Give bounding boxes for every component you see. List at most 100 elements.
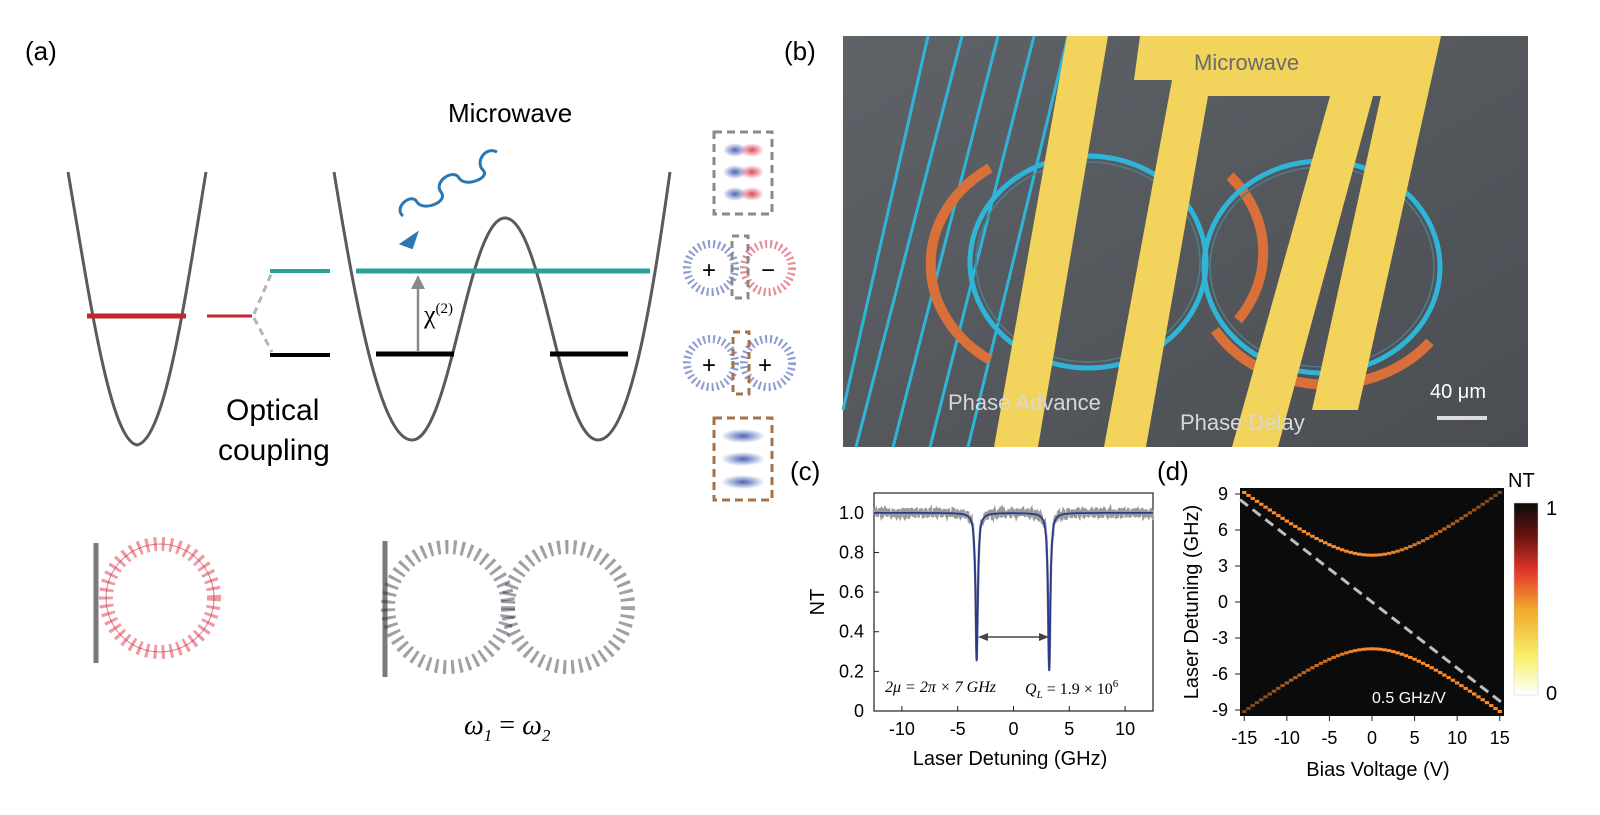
chart-d-lower-branch-cell	[1331, 655, 1336, 659]
chart-d-upper-branch-cell	[1348, 550, 1353, 554]
chart-d-upper-branch-cell	[1378, 553, 1383, 557]
chart-d-upper-branch-cell	[1459, 516, 1464, 520]
chart-d-upper-branch-cell	[1446, 524, 1451, 528]
chart-c-ylabel: NT	[807, 589, 829, 616]
microwave-wave-icon	[398, 149, 498, 218]
chart-d-upper-branch-cell	[1280, 516, 1285, 520]
chart-d-marks	[1239, 490, 1505, 714]
chart-d-ytick-label: -3	[1212, 628, 1228, 648]
chart-d-lower-branch-cell	[1489, 704, 1494, 708]
chart-d-upper-branch-cell	[1484, 499, 1490, 503]
chart-d-lower-branch-cell	[1267, 692, 1273, 696]
chart-d-upper-branch-cell	[1395, 549, 1400, 553]
chart-d-upper-branch-cell	[1382, 552, 1387, 556]
chart-c-ytick-label: 0.4	[839, 622, 864, 642]
chart-d-lower-branch-cell	[1497, 710, 1502, 714]
chart-d-ytick-label: 3	[1218, 556, 1228, 576]
chart-d-upper-branch-cell	[1442, 527, 1447, 531]
chart-d-ytick-label: -6	[1212, 664, 1228, 684]
chart-c-measured-trace	[872, 503, 1155, 671]
chart-d-upper-branch-cell	[1391, 550, 1396, 554]
chart-d-upper-branch-cell	[1476, 505, 1481, 509]
chart-d-lower-branch-cell	[1450, 678, 1456, 682]
chart-c-arrowhead-right	[1039, 633, 1049, 641]
antisym-sign-plus: +	[702, 257, 716, 284]
chart-d-upper-branch-cell	[1331, 545, 1336, 549]
chart-d-upper-branch-cell	[1267, 508, 1273, 512]
mode-pictogram-antisymmetric-rings: + −	[683, 234, 796, 300]
microwave-label: Microwave	[448, 98, 572, 128]
chart-d-upper-branch-cell	[1344, 549, 1349, 553]
chart-d-upper-branch-cell	[1369, 553, 1375, 557]
sym-sign-plus-left: +	[702, 352, 716, 379]
chart-d-upper-branch-cell	[1263, 505, 1268, 509]
antisym-sign-minus: −	[761, 257, 775, 284]
chart-d-xtick-label: 0	[1367, 728, 1377, 748]
chart-d-lower-branch-cell	[1437, 671, 1443, 675]
chart-d-upper-branch-cell	[1399, 548, 1405, 552]
chart-d-upper-branch-cell	[1276, 514, 1281, 518]
chart-d-lower-branch-cell	[1259, 698, 1264, 702]
chart-d-upper-branch-cell	[1297, 527, 1302, 531]
chart-d-lower-branch-cell	[1395, 651, 1400, 655]
chart-c-ytick-label: 0	[854, 701, 864, 721]
chart-d-lower-branch-cell	[1246, 707, 1251, 711]
chart-d-upper-branch-cell	[1412, 543, 1417, 547]
chart-d-lower-branch-cell	[1433, 668, 1439, 672]
chart-c-xtick-label: 10	[1115, 719, 1135, 739]
chart-d-lower-branch-cell	[1310, 666, 1315, 670]
chart-d-lower-branch-cell	[1288, 678, 1294, 682]
chart-d-upper-branch-cell	[1480, 502, 1485, 506]
chart-c-xlabel: Laser Detuning (GHz)	[913, 748, 1108, 770]
chart-d-lower-branch-cell	[1378, 647, 1383, 651]
chart-d-ytick-label: 6	[1218, 520, 1228, 540]
chart-d-lower-branch-cell	[1403, 654, 1409, 658]
phase-advance-label: Phase Advance	[948, 390, 1101, 415]
chart-d-upper-branch-cell	[1489, 496, 1494, 500]
chart-d-upper-branch-cell	[1433, 532, 1439, 536]
chart-d-lower-branch-cell	[1374, 647, 1379, 651]
chart-d-upper-branch-cell	[1437, 529, 1443, 533]
panel-a: (a) Optical coupling χ(2) Microwave	[25, 36, 796, 745]
chart-d-lower-branch-cell	[1242, 710, 1247, 714]
chart-c-fit-trace	[874, 512, 1153, 672]
chart-d-upper-branch-cell	[1386, 551, 1392, 555]
chart-c-q-label: QL = 1.9 × 106	[1025, 678, 1119, 701]
chart-d-lower-branch-cell	[1446, 676, 1451, 680]
chart-d-lower-branch-cell	[1254, 701, 1260, 705]
chart-d-lower-branch-cell	[1386, 649, 1392, 653]
mode-pictogram-symmetric-rings: + +	[683, 330, 796, 396]
chart-d-lower-branch-cell	[1263, 695, 1268, 699]
chart-d-lower-branch-cell	[1412, 657, 1417, 661]
chart-d-lower-branch-cell	[1352, 649, 1358, 653]
chart-d-ytick-label: 0	[1218, 592, 1228, 612]
colorbar-title: NT	[1508, 470, 1535, 492]
chart-d-lower-branch-cell	[1301, 671, 1307, 675]
chart-d-lower-branch-cell	[1335, 654, 1341, 658]
chart-d-lower-branch-cell	[1369, 647, 1375, 651]
chart-d-upper-branch-cell	[1403, 546, 1409, 550]
chart-d-upper-branch-cell	[1327, 543, 1332, 547]
chart-d-lower-branch-cell	[1322, 659, 1328, 663]
chart-d-upper-branch-cell	[1284, 519, 1290, 523]
chart-d-lower-branch-cell	[1280, 684, 1285, 688]
scale-bar-label: 40 μm	[1430, 381, 1486, 403]
chart-d-lower-branch-cell	[1339, 652, 1345, 656]
chart-d-upper-branch-cell	[1471, 508, 1477, 512]
panel-a-tag: (a)	[25, 36, 57, 66]
chart-d-upper-branch-cell	[1339, 548, 1345, 552]
chart-d-upper-branch-cell	[1293, 524, 1298, 528]
chart-d-xtick-label: 10	[1447, 728, 1467, 748]
chart-d-lower-branch-cell	[1391, 650, 1396, 654]
chart-d-upper-branch-cell	[1250, 496, 1255, 500]
chart-d-upper-branch-cell	[1271, 511, 1277, 515]
chart-d-upper-branch-cell	[1259, 502, 1264, 506]
chart-d-lower-branch-cell	[1476, 695, 1481, 699]
chart-d-lower-branch-cell	[1463, 686, 1468, 690]
chart-d-upper-branch-cell	[1305, 532, 1311, 536]
chart-d-lower-branch-cell	[1271, 689, 1277, 693]
chart-d-lower-branch-cell	[1429, 666, 1434, 670]
